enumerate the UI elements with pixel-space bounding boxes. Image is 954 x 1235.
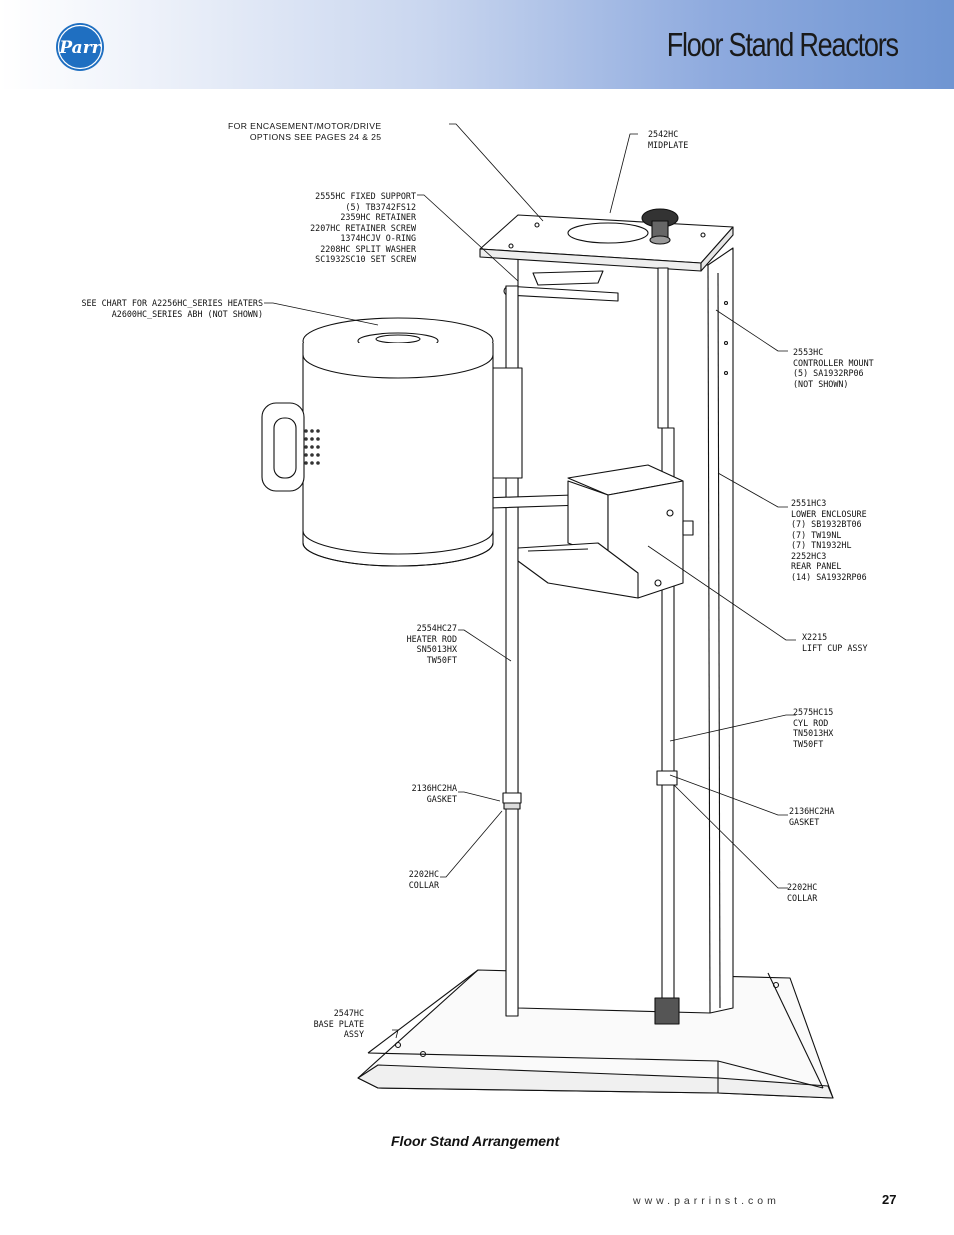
svg-text:Parr: Parr	[58, 38, 101, 58]
label-midplate: 2542HC MIDPLATE	[648, 129, 689, 150]
label-gasket-left: 2136HC2HA GASKET	[411, 783, 457, 804]
label-fixed-support: 2555HC FIXED SUPPORT (5) TB3742FS12 2359…	[310, 191, 416, 264]
label-cyl-rod: 2575HC15 CYL ROD TN5013HX TW50FT	[793, 707, 834, 749]
label-collar-right: 2202HC COLLAR	[787, 882, 818, 903]
page-number: 27	[882, 1192, 897, 1207]
label-lower-enclosure: 2551HC3 LOWER ENCLOSURE (7) SB1932BT06 (…	[791, 498, 867, 582]
label-gasket-right: 2136HC2HA GASKET	[789, 806, 835, 827]
label-lift-cup: X2215 LIFT CUP ASSY	[802, 632, 868, 653]
figure-caption: Floor Stand Arrangement	[391, 1133, 560, 1149]
label-base-plate: 2547HC BASE PLATE ASSY	[313, 1008, 364, 1039]
floor-stand-illustration	[261, 123, 834, 1099]
label-controller-mount: 2553HC CONTROLLER MOUNT (5) SA1932RP06 (…	[793, 347, 874, 389]
leader-lines	[264, 123, 796, 1039]
label-heater-rod: 2554HC27 HEATER ROD SN5013HX TW50FT	[406, 623, 457, 665]
label-collar-left: 2202HC COLLAR	[408, 869, 439, 890]
upper-arm	[503, 270, 619, 302]
tower-enclosure	[517, 247, 734, 1014]
midplate	[479, 208, 734, 272]
label-encasement: FOR ENCASEMENT/MOTOR/DRIVE OPTIONS SEE P…	[228, 121, 382, 142]
footer-url: www.parrinst.com	[633, 1195, 780, 1207]
heater-rod-left	[491, 285, 523, 1017]
lift-cup-assembly	[481, 464, 694, 599]
parr-logo: Parr	[56, 23, 104, 71]
floor-stand-drawing: FOR ENCASEMENT/MOTOR/DRIVE OPTIONS SEE P…	[78, 103, 875, 1105]
page-header: Parr Floor Stand Reactors	[0, 0, 954, 89]
heater	[261, 317, 494, 567]
page-title: Floor Stand Reactors	[666, 26, 899, 63]
label-heaters: SEE CHART FOR A2256HC_SERIES HEATERS A26…	[81, 298, 263, 319]
